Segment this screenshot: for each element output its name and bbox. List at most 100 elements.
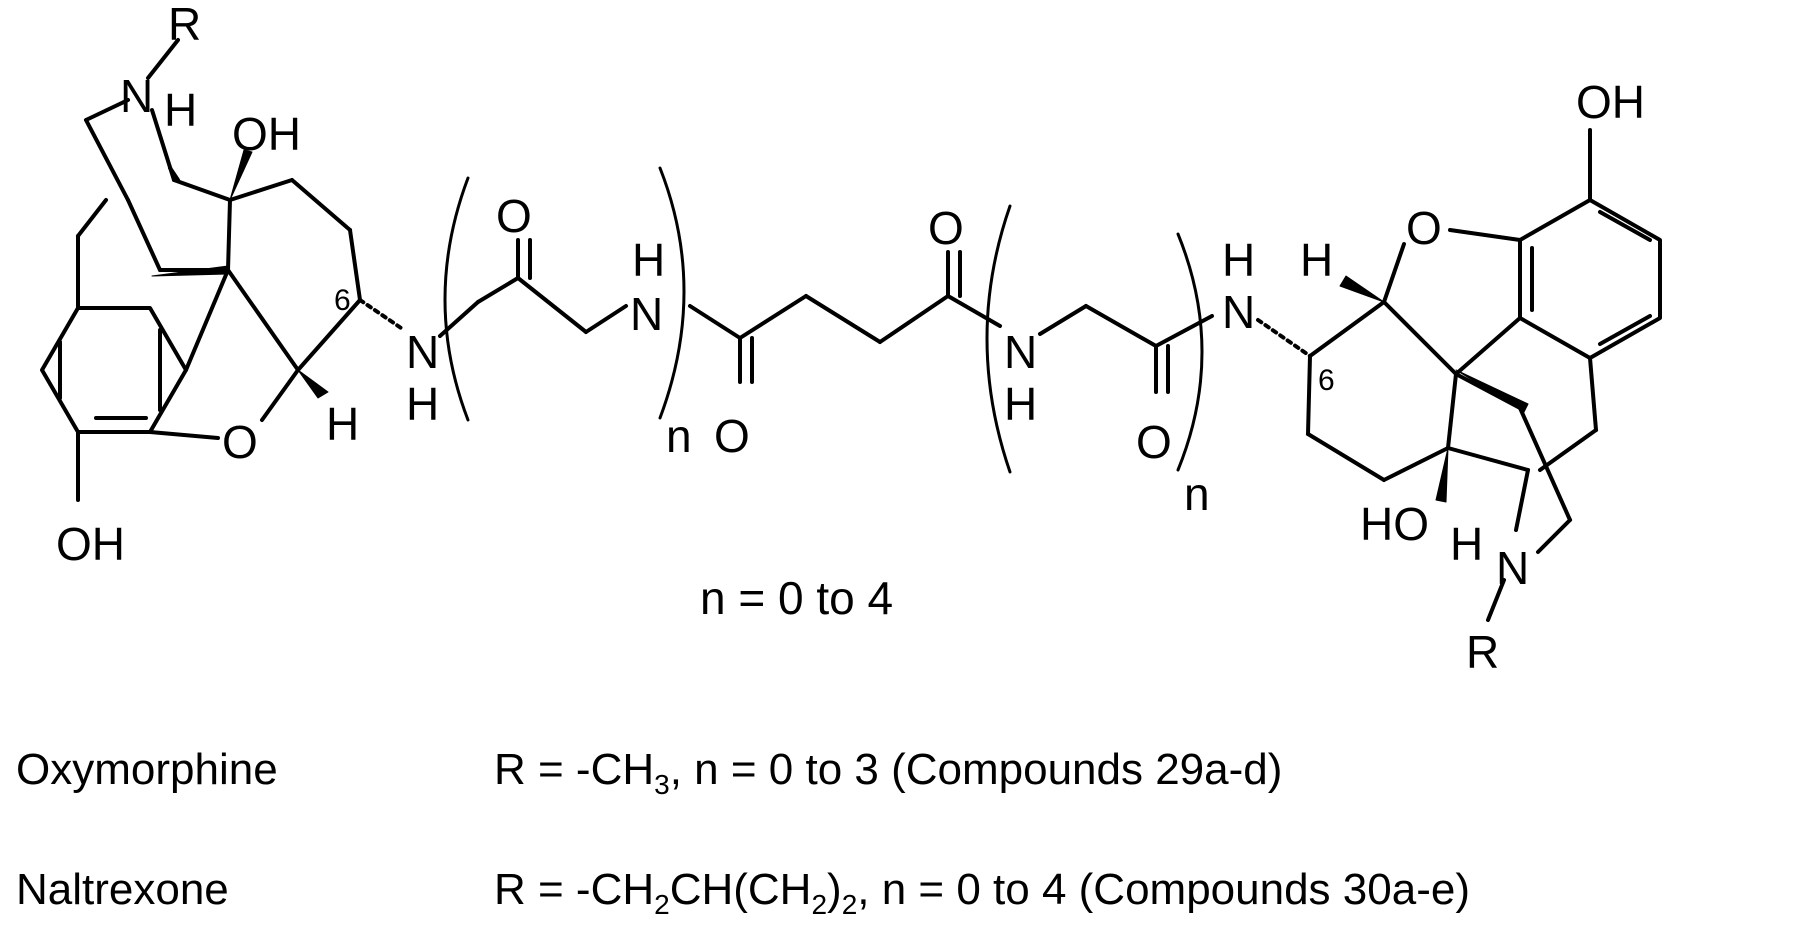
n-range-note: n = 0 to 4 xyxy=(700,572,893,624)
right-morphinan-core xyxy=(1306,128,1662,622)
succinyl-bond-4 xyxy=(878,294,950,344)
central-linker: N H O H N n O O N H xyxy=(406,166,1312,520)
left-c6-n-hashed-bond xyxy=(358,298,406,332)
right-n-c6-hashed-bond xyxy=(1256,318,1312,358)
right-n-label: N xyxy=(1496,542,1529,594)
left-n-label: N xyxy=(120,70,153,122)
right-amide-h-label: H xyxy=(1222,234,1255,286)
left-morphinan-core xyxy=(40,38,406,502)
left-c5-h-label: H xyxy=(326,398,359,450)
left-aromatic-ring xyxy=(40,306,188,434)
right-c5-h-wedge xyxy=(1339,275,1385,303)
right-repeat-bracket-close xyxy=(1176,232,1204,472)
left-ring-bond-1 xyxy=(228,178,294,202)
succinyl-bond-5 xyxy=(946,294,1002,328)
left-ch2-bond xyxy=(516,276,588,334)
left-glycine-h-label: H xyxy=(632,234,665,286)
right-ring-bond-2 xyxy=(1306,354,1312,436)
right-r-label: R xyxy=(1466,626,1499,678)
right-phenol-oh-label: OH xyxy=(1576,76,1645,128)
right-n-ch2-bond xyxy=(1536,518,1572,554)
left-ring-bond-4 xyxy=(296,298,362,372)
left-c5-h-wedge xyxy=(297,369,329,399)
formula-part: R = -CH xyxy=(494,865,654,914)
formula-subscript: 2 xyxy=(811,889,827,920)
right-amide-n-label: N xyxy=(1222,286,1255,338)
left-carbonyl-o-label: O xyxy=(496,190,532,242)
right-c14-oh-wedge xyxy=(1435,447,1449,503)
right-aromatic-double-2 xyxy=(1598,210,1652,242)
left-c9-c14-bond xyxy=(172,178,232,202)
right-glycine-h-label: H xyxy=(1004,378,1037,430)
right-c14-c9-bond xyxy=(1446,446,1530,472)
succinyl-o-left-label: O xyxy=(714,410,750,462)
compound-legend: Oxymorphine R = -CH3, n = 0 to 3 (Compou… xyxy=(16,745,1470,920)
left-repeat-bracket-open xyxy=(443,176,470,422)
left-amide-n-label: N xyxy=(406,326,439,378)
left-ring-bond-3 xyxy=(348,228,362,302)
right-n-r-bond xyxy=(1486,578,1506,622)
right-benzyl-bond-2 xyxy=(1538,428,1598,472)
right-bridge-n-bond xyxy=(1518,406,1572,522)
formula-subscript: 3 xyxy=(654,769,670,800)
right-benzyl-bond-1 xyxy=(1588,356,1598,432)
formula-part: , n = 0 to 3 (Compounds 29a-d) xyxy=(670,745,1283,794)
left-c9-hash xyxy=(168,166,180,182)
right-aromatic-double-3 xyxy=(1598,314,1652,346)
left-phenol-oh-label: OH xyxy=(56,518,125,570)
right-ring-bond-6 xyxy=(1382,300,1458,376)
left-repeat-bracket-close xyxy=(658,166,686,420)
right-repeat-n-label: n xyxy=(1184,468,1210,520)
formula-part: R = -CH xyxy=(494,745,654,794)
left-ring-bond-2 xyxy=(290,178,352,232)
right-nh-ch2-bond xyxy=(1038,304,1088,336)
right-c9-n-bond xyxy=(1514,468,1530,532)
compound-name: Naltrexone xyxy=(16,865,229,914)
left-glycine-n-label: N xyxy=(630,288,663,340)
formula-part: ) xyxy=(827,865,842,914)
left-c6-position-label: 6 xyxy=(334,284,351,317)
right-c14-ho-label: HO xyxy=(1360,498,1429,550)
left-carbonyl-bond xyxy=(476,276,520,304)
formula-subscript: 2 xyxy=(842,889,858,920)
succinyl-o-right-label: O xyxy=(928,202,964,254)
left-c14-oh-wedge xyxy=(229,149,253,201)
left-nh-c-bond xyxy=(438,300,480,338)
left-furan-o-label: O xyxy=(222,416,258,468)
left-repeat-n-label: n xyxy=(666,410,692,462)
left-h9-label: H xyxy=(164,84,197,136)
left-ring-c-bond-2 xyxy=(76,198,108,238)
right-c5-h-label: H xyxy=(1300,234,1333,286)
right-ring-bond-4 xyxy=(1382,446,1450,482)
left-c14-oh-label: OH xyxy=(232,108,301,160)
left-furan-bond-2 xyxy=(260,368,300,422)
succinyl-bond-1 xyxy=(688,304,742,340)
right-furan-bond-2 xyxy=(1448,228,1522,242)
right-furan-o-label: O xyxy=(1406,202,1442,254)
compound-row-naltrexone: Naltrexone R = -CH2CH(CH2)2, n = 0 to 4 … xyxy=(16,865,1470,920)
right-repeat-bracket-open xyxy=(985,204,1012,474)
left-ch2-nh-bond xyxy=(584,304,628,334)
left-piperidine-bond-3 xyxy=(126,198,162,272)
left-piperidine-bond-1 xyxy=(84,98,130,122)
right-bridge-wedge xyxy=(1455,369,1529,413)
compound-formula: R = -CH2CH(CH2)2, n = 0 to 4 (Compounds … xyxy=(494,865,1470,920)
left-c13-c5-bond xyxy=(226,268,300,372)
left-amide-h-label: H xyxy=(406,378,439,430)
compound-formula: R = -CH3, n = 0 to 3 (Compounds 29a-d) xyxy=(494,745,1282,800)
right-furan-bond-1 xyxy=(1382,242,1406,304)
formula-part: , n = 0 to 4 (Compounds 30a-e) xyxy=(857,865,1470,914)
right-c13-aryl-bond xyxy=(1454,316,1522,376)
succinyl-bond-2 xyxy=(738,294,808,340)
right-aromatic-ring xyxy=(1518,198,1662,360)
right-ring-bond-1 xyxy=(1308,300,1386,358)
left-n-r-bond xyxy=(146,38,180,80)
right-ring-bond-5 xyxy=(1446,372,1458,450)
right-c-nh-bond xyxy=(1154,314,1214,348)
right-h9-label: H xyxy=(1450,518,1483,570)
left-piperidine-bond-2 xyxy=(84,118,130,202)
left-r-label: R xyxy=(168,0,201,50)
succinyl-bond-3 xyxy=(804,294,882,344)
